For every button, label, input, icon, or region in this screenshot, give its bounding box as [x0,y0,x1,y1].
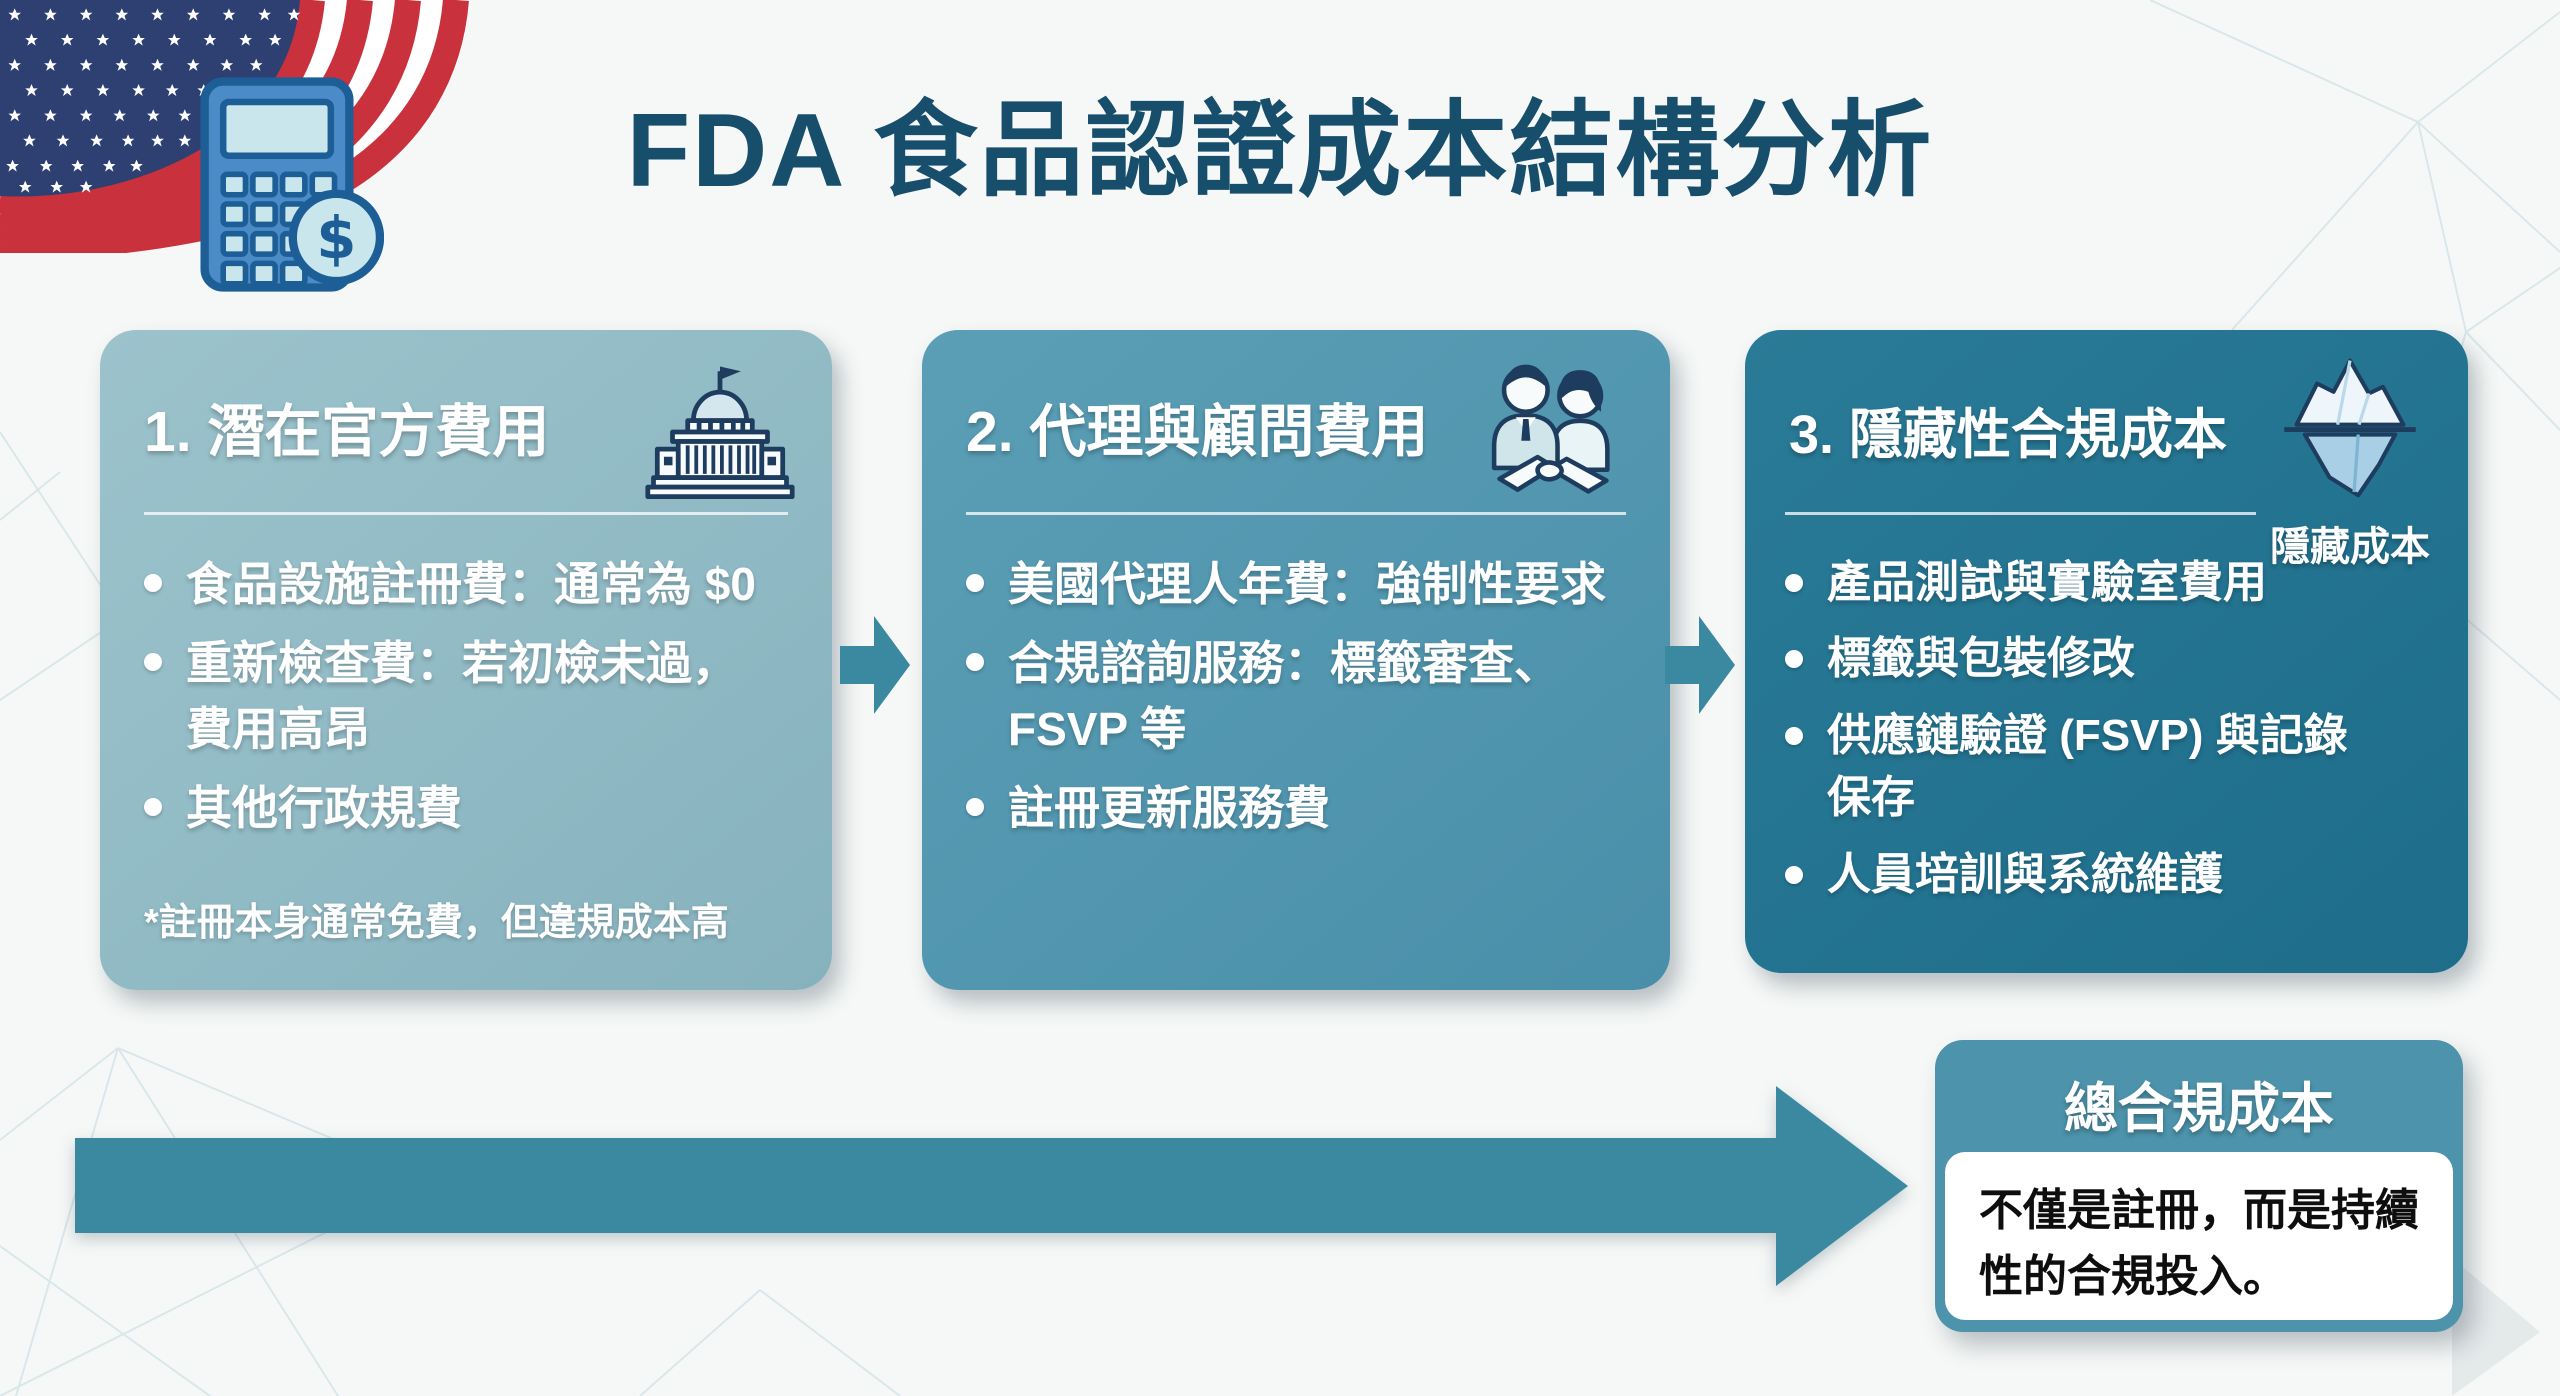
bullet-dot [966,574,984,592]
card-agent-consultant-fees-list: 美國代理人年費：強制性要求 合規諮詢服務：標籤審查、 FSVP 等 註冊更新服務… [966,552,1644,855]
bullet-text: 食品設施註冊費：通常為 $0 [186,558,756,610]
bullet-text: 註冊更新服務費 [1008,781,1330,834]
bullet-text: 美國代理人年費：強制性要求 [1008,558,1606,610]
bullet-dot [1785,574,1803,592]
total-cost-box: 總合規成本 不僅是註冊，而是持續 性的合規投入。 [1935,1040,2463,1332]
list-item: 重新檢查費：若初檢未過， 費用高昂 [144,631,806,762]
bullet-text: 產品測試與實驗室費用 [1827,558,2267,607]
page-title: FDA 食品認證成本結構分析 [626,93,1934,209]
hidden-cost-icon-group: 隱藏成本 [2254,354,2446,572]
card-official-fees-footnote: *註冊本身通常免費，但違規成本高 [144,902,729,944]
card-divider [1785,512,2256,515]
list-item: 美國代理人年費：強制性要求 [966,552,1644,617]
bullet-text: 重新檢查費：若初檢未過， 費用高昂 [186,637,738,755]
calculator-dollar-icon: $ [200,77,384,292]
capitol-building-icon [645,366,795,500]
iceberg-icon [2284,358,2416,498]
bullet-text: 合規諮詢服務：標籤審查、 FSVP 等 [1008,637,1560,755]
list-item: 供應鏈驗證 (FSVP) 與記錄 保存 [1785,705,2454,830]
list-item: 註冊更新服務費 [966,776,1644,841]
flow-arrow-icon [840,616,910,714]
bullet-text: 其他行政規費 [186,781,462,834]
hidden-cost-caption: 隱藏成本 [2270,525,2430,569]
total-cost-body: 不僅是註冊，而是持續 性的合規投入。 [1945,1152,2453,1320]
list-item: 其他行政規費 [144,776,806,841]
bullet-text: 供應鏈驗證 (FSVP) 與記錄 保存 [1827,710,2348,823]
card-divider [144,512,788,515]
bullet-dot [144,653,162,672]
card-divider [966,512,1626,515]
card-official-fees: 1. 潛在官方費用 食品設施註冊 [100,330,832,990]
card-official-fees-list: 食品設施註冊費：通常為 $0 重新檢查費：若初檢未過， 費用高昂 其他行政規費 [144,552,806,855]
card-official-fees-header: 1. 潛在官方費用 [144,400,550,464]
card-hidden-compliance-costs: 3. 隱藏性合規成本 隱藏成本 產品測試與實驗室費用 標籤與包裝 [1745,330,2468,973]
bullet-dot [1785,650,1803,669]
card-hidden-compliance-costs-header: 3. 隱藏性合規成本 [1789,405,2228,465]
list-item: 產品測試與實驗室費用 [1785,552,2454,614]
card-agent-consultant-fees: 2. 代理與顧問費用 美國代理人年費：強制性要求 [922,330,1670,990]
bullet-text: 人員培訓與系統維護 [1827,849,2223,899]
bullet-dot [966,797,984,816]
list-item: 人員培訓與系統維護 [1785,844,2454,906]
bullet-dot [1785,865,1803,884]
bullet-dot [144,574,162,592]
bullet-dot [1785,726,1803,745]
list-item: 食品設施註冊費：通常為 $0 [144,552,806,617]
list-item: 標籤與包裝修改 [1785,628,2454,690]
flow-arrow-icon [1665,616,1735,714]
card-hidden-compliance-costs-list: 產品測試與實驗室費用 標籤與包裝修改 供應鏈驗證 (FSVP) 與記錄 保存 人… [1785,552,2454,920]
handshake-people-icon [1491,364,1610,494]
total-cost-header: 總合規成本 [2064,1079,2334,1139]
bullet-text: 標籤與包裝修改 [1827,634,2135,684]
svg-text:$: $ [316,205,356,272]
bullet-dot [966,653,984,672]
card-agent-consultant-fees-header: 2. 代理與顧問費用 [966,400,1429,464]
list-item: 合規諮詢服務：標籤審查、 FSVP 等 [966,631,1644,762]
bullet-dot [144,797,162,816]
